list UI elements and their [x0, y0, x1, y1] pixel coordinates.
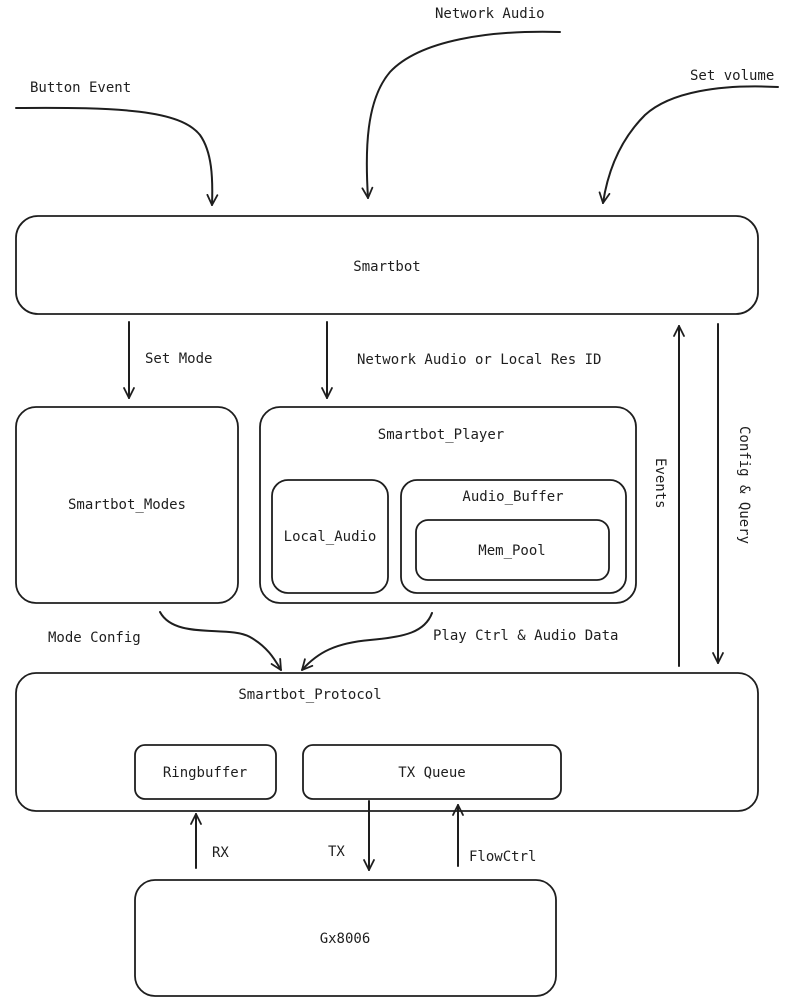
audio-buffer-label: Audio_Buffer	[462, 489, 563, 505]
gx8006-box	[134, 879, 557, 997]
mode-config-label: Mode Config	[48, 630, 141, 646]
ringbuffer-label: Ringbuffer	[163, 765, 247, 781]
tx-queue-box	[302, 744, 562, 800]
gx8006-label: Gx8006	[320, 931, 371, 947]
play-ctrl-arrow	[302, 612, 433, 670]
smartbot-modes-label: Smartbot_Modes	[68, 497, 186, 513]
mem-pool-box	[415, 519, 610, 581]
set-mode-label: Set Mode	[145, 351, 212, 367]
tx-label: TX	[328, 844, 345, 860]
ringbuffer-box	[134, 744, 277, 800]
network-audio-label: Network Audio	[435, 6, 545, 22]
network-audio-or-res-label: Network Audio or Local Res ID	[357, 352, 601, 368]
smartbot-label: Smartbot	[353, 259, 420, 275]
smartbot-player-label: Smartbot_Player	[378, 427, 504, 443]
set-volume-label: Set volume	[690, 68, 774, 84]
play-ctrl-label: Play Ctrl & Audio Data	[433, 628, 618, 644]
set-volume-arrow	[603, 85, 779, 203]
smartbot-modes-box	[15, 406, 239, 604]
smartbot-protocol-label: Smartbot_Protocol	[238, 687, 381, 703]
network-audio-arrow	[367, 30, 561, 198]
mode-config-arrow	[159, 611, 281, 670]
smartbot-box	[15, 215, 759, 315]
tx-queue-label: TX Queue	[398, 765, 465, 781]
flowctrl-label: FlowCtrl	[469, 849, 536, 865]
local-audio-label: Local_Audio	[284, 529, 377, 545]
local-audio-box	[271, 479, 389, 594]
config-query-label: Config & Query	[736, 426, 752, 544]
rx-label: RX	[212, 845, 229, 861]
mem-pool-label: Mem_Pool	[478, 543, 545, 559]
button-event-arrow	[15, 106, 212, 205]
events-label: Events	[652, 458, 668, 509]
button-event-label: Button Event	[30, 80, 131, 96]
